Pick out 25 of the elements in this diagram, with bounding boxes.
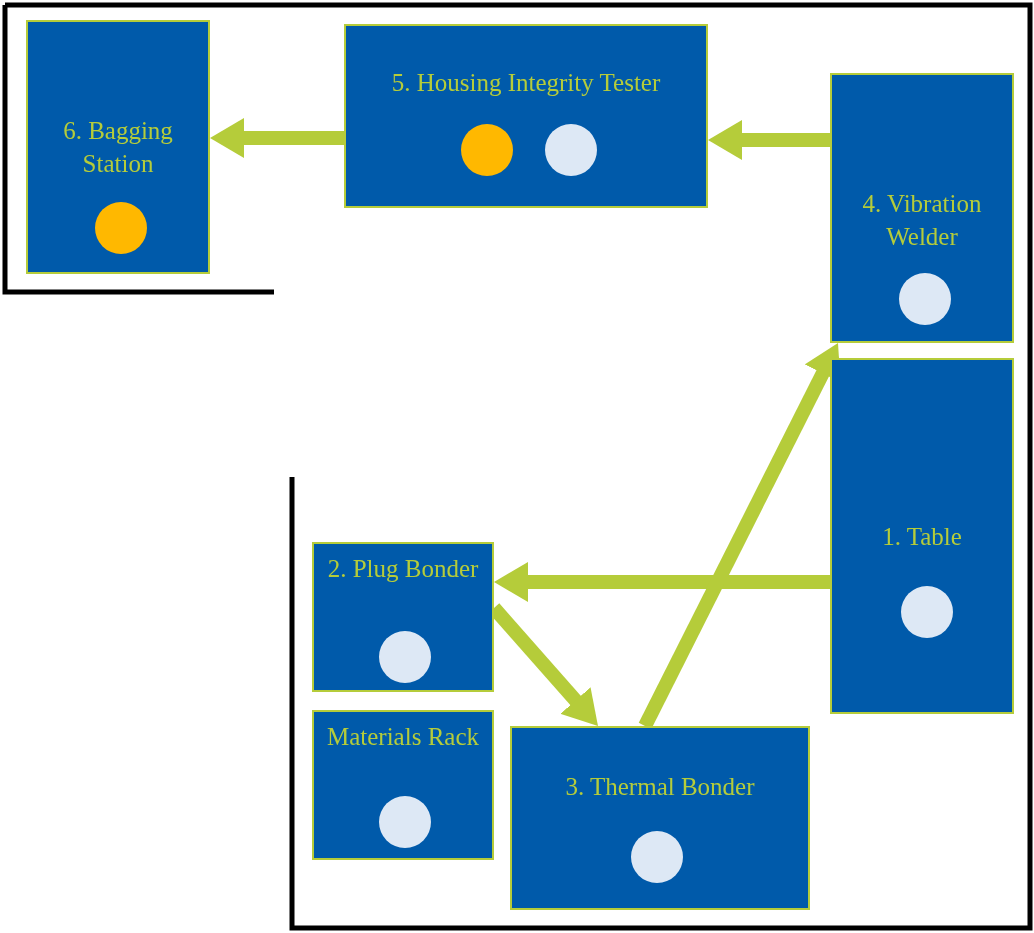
operator-marker [461,124,513,176]
operator-marker [901,586,953,638]
station-box [312,710,494,860]
flow-arrow [210,118,344,158]
station-label: 4. Vibration Welder [861,189,983,252]
station-label: Materials Rack [326,722,480,752]
station-box [312,542,494,692]
operator-marker [379,796,431,848]
station-label: 1. Table [881,522,963,552]
station-box [344,24,708,208]
operator-marker [899,273,951,325]
station-box [830,73,1014,343]
station-label: 5. Housing Integrity Tester [390,68,662,98]
operator-marker [631,831,683,883]
station-box [510,726,810,910]
station-label: 3. Thermal Bonder [564,772,756,802]
operator-marker [545,124,597,176]
operator-marker [379,631,431,683]
flow-arrow [708,120,830,160]
operator-marker [95,202,147,254]
station-label: 6. Bagging Station [62,116,174,179]
station-box [830,358,1014,714]
flow-arrow [494,562,830,602]
station-label: 2. Plug Bonder [326,554,480,584]
station-box [26,20,210,274]
